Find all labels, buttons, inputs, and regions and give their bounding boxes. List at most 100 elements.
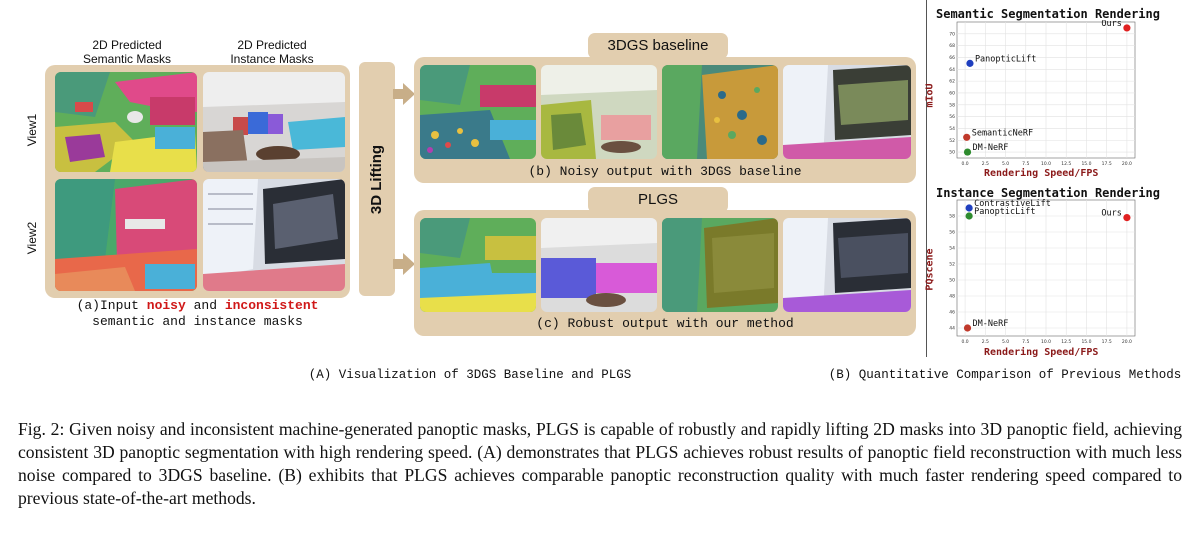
chart2-xtick-label: 2.5 <box>982 339 989 345</box>
chart1-xtick-label: 20.0 <box>1122 161 1132 167</box>
figure-b-caption: (B) Quantitative Comparison of Previous … <box>828 368 1182 382</box>
chart2-point-contrastivelift <box>965 204 973 212</box>
input-masks-caption-line2: semantic and instance masks <box>92 314 303 329</box>
chart1-ytick-label: 70 <box>949 31 955 37</box>
chart1-ytick-label: 60 <box>949 90 955 96</box>
col-header-semantic: 2D Predicted Semantic Masks <box>62 38 192 66</box>
caption-and: and <box>185 298 225 313</box>
chart2-xtick-label: 10.0 <box>1041 339 1051 345</box>
plgs-render-1-image <box>420 218 536 312</box>
instance-mask-view1-image <box>203 72 345 172</box>
chart1-label-semanticnerf: SemanticNeRF <box>972 128 1033 138</box>
semantic-mask-view1-image <box>55 72 197 172</box>
chart1-point-semanticnerf <box>963 133 971 141</box>
plgs-render-4-image <box>783 218 911 312</box>
chart1-xtick-label: 0.0 <box>962 161 969 167</box>
row-label-view2: View2 <box>25 221 39 255</box>
chart1-ytick-label: 50 <box>949 150 955 156</box>
chart1-xlabel: Rendering Speed/FPS <box>984 168 1099 179</box>
chart2-ytick-label: 56 <box>949 230 955 236</box>
caption-prefix: (a)Input <box>76 298 147 313</box>
chart1-xtick-label: 2.5 <box>982 161 989 167</box>
baseline-tag: 3DGS baseline <box>588 33 728 59</box>
col-header-instance-l1: 2D Predicted <box>237 38 307 52</box>
chart2-ytick-label: 48 <box>949 294 955 300</box>
chart2-label-dm-nerf: DM-NeRF <box>973 319 1009 329</box>
chart1-label-panopticlift: PanopticLift <box>975 54 1036 64</box>
chart2-ytick-label: 54 <box>949 246 955 252</box>
chart2-point-dm-nerf <box>963 324 972 332</box>
chart2-ytick-label: 52 <box>949 262 955 268</box>
chart1-ytick-label: 64 <box>949 67 955 73</box>
chart2-xtick-label: 15.0 <box>1081 339 1091 345</box>
lifting-box: 3D Lifting <box>359 62 395 296</box>
chart2-ytick-label: 50 <box>949 278 955 284</box>
chart1-point-dm-nerf <box>963 148 972 156</box>
arrow-to-baseline-icon <box>393 83 415 105</box>
chart1-ytick-label: 58 <box>949 102 955 108</box>
chart2-xtick-label: 20.0 <box>1122 339 1132 345</box>
chart2-title: Instance Segmentation Rendering <box>936 186 1160 200</box>
arrow-to-plgs-icon <box>393 253 415 275</box>
chart2-label-panopticlift: PanopticLift <box>974 207 1035 217</box>
chart1-title: Semantic Segmentation Rendering <box>936 7 1160 21</box>
chart1-point-ours <box>1123 24 1131 32</box>
baseline-render-3-image <box>662 65 778 159</box>
chart2-xtick-label: 12.5 <box>1061 339 1071 345</box>
chart2-plot: 0.0 2.5 5.0 7.5 10.0 12.5 15.0 17.5 20.0 44 46 48 50… <box>949 199 1136 345</box>
chart1-xtick-label: 17.5 <box>1102 161 1112 167</box>
chart2-point-ours <box>1123 214 1131 222</box>
chart1-label-dm-nerf: DM-NeRF <box>973 143 1009 153</box>
chart1-label-ours: Ours <box>1101 20 1121 29</box>
chart2-xtick-label: 7.5 <box>1022 339 1029 345</box>
plgs-caption: (c) Robust output with our method <box>536 316 794 331</box>
col-header-semantic-l1: 2D Predicted <box>92 38 162 52</box>
chart1-xtick-label: 10.0 <box>1041 161 1051 167</box>
input-masks-caption: (a)Input noisy and inconsistent semantic… <box>45 298 350 330</box>
baseline-caption: (b) Noisy output with 3DGS baseline <box>528 164 802 179</box>
instance-mask-view2-image <box>203 179 345 291</box>
chart2-ytick-label: 46 <box>949 310 955 316</box>
chart2-xtick-label: 5.0 <box>1002 339 1009 345</box>
plgs-tag: PLGS <box>588 187 728 213</box>
chart1-point-panopticlift <box>966 59 974 67</box>
plgs-render-2-image <box>541 218 657 312</box>
input-masks-caption-line1: (a)Input noisy and inconsistent <box>45 298 350 314</box>
chart1-ytick-label: 52 <box>949 138 955 144</box>
semantic-mask-view2-image <box>55 179 197 291</box>
chart2-ytick-label: 44 <box>949 326 955 332</box>
chart2-ytick-label: 58 <box>949 214 955 220</box>
chart1-ytick-label: 54 <box>949 126 955 132</box>
chart2-point-panopticlift <box>965 212 973 220</box>
chart1-ylabel: mIoU <box>924 83 936 108</box>
caption-noisy: noisy <box>146 298 186 313</box>
chart2-xlabel: Rendering Speed/FPS <box>984 347 1099 358</box>
baseline-render-2-image <box>541 65 657 159</box>
baseline-render-4-image <box>783 65 911 159</box>
row-label-view1: View1 <box>25 113 39 147</box>
figure-caption-label: Fig. 2: <box>18 419 65 439</box>
chart2-ylabel: PQscene <box>924 248 936 291</box>
baseline-render-1-image <box>420 65 536 159</box>
chart1-xtick-label: 12.5 <box>1061 161 1071 167</box>
lifting-label: 3D Lifting <box>368 144 386 214</box>
chart1-ytick-label: 62 <box>949 79 955 85</box>
chart2-xtick-label: 0.0 <box>962 339 969 345</box>
plgs-render-3-image <box>662 218 778 312</box>
chart2-label-ours: Ours <box>1101 209 1121 219</box>
chart1-xtick-label: 5.0 <box>1002 161 1009 167</box>
chart2-xtick-label: 17.5 <box>1102 339 1112 345</box>
figure-a-caption: (A) Visualization of 3DGS Baseline and P… <box>308 368 632 382</box>
chart1-xtick-label: 15.0 <box>1081 161 1091 167</box>
caption-inconsistent: inconsistent <box>224 298 319 313</box>
chart1-ytick-label: 56 <box>949 114 955 120</box>
chart1-ytick-label: 66 <box>949 55 955 61</box>
chart2-label-contrastivelift: ContrastiveLift <box>974 199 1051 209</box>
chart1-ytick-label: 68 <box>949 43 955 49</box>
col-header-semantic-l2: Semantic Masks <box>82 52 172 66</box>
chart1-plot: 0.0 2.5 5.0 7.5 10.0 12.5 15.0 17.5 20.0 50 52 54 56… <box>949 20 1136 167</box>
vertical-divider <box>926 0 927 357</box>
col-header-instance: 2D Predicted Instance Masks <box>202 38 342 66</box>
chart1-xtick-label: 7.5 <box>1022 161 1029 167</box>
col-header-instance-l2: Instance Masks <box>230 52 314 66</box>
